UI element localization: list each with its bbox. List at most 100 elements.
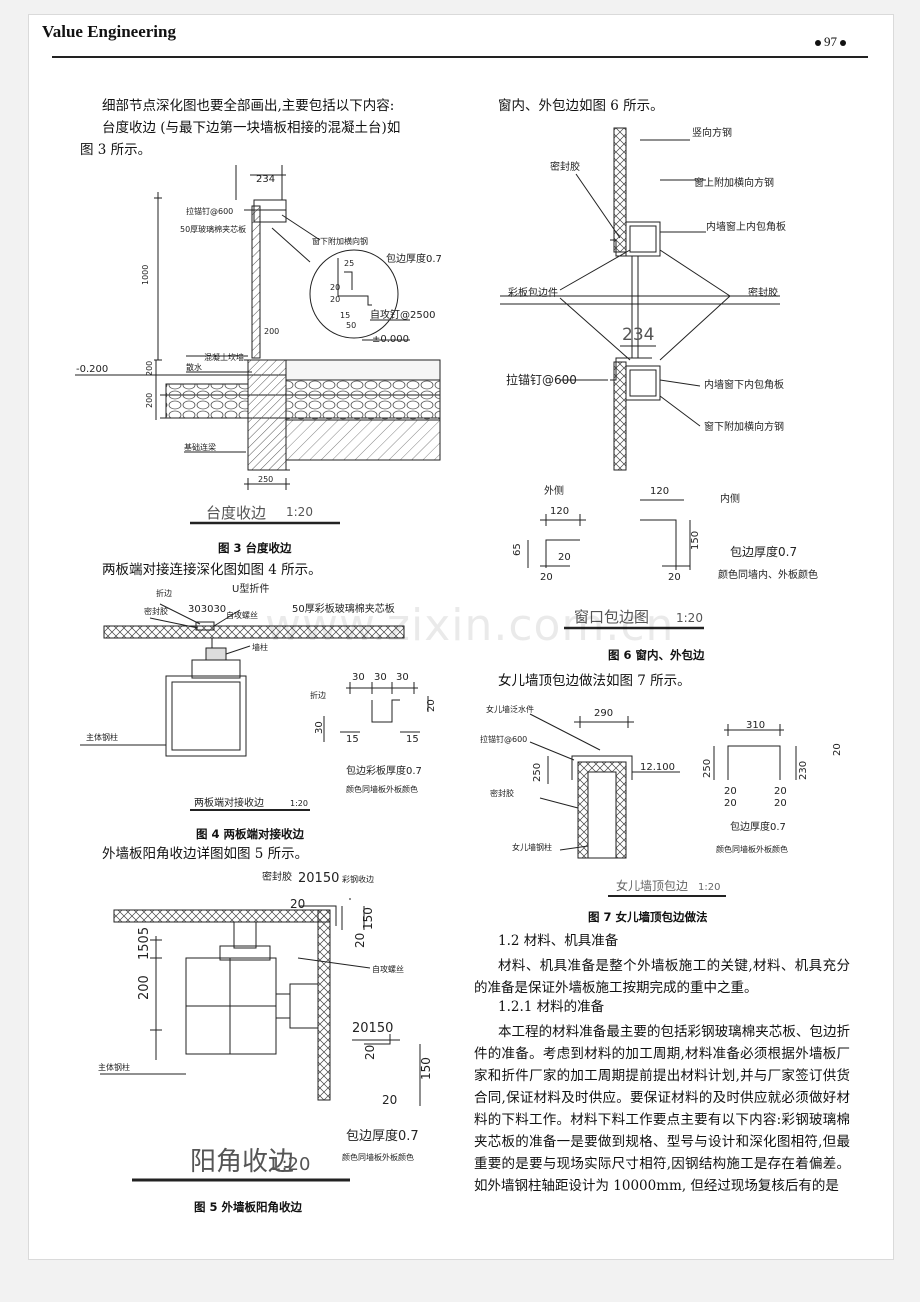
fig6-label-beamBot: 窗下附加横向方钢 xyxy=(704,420,784,433)
fig6-dim-150: 150 xyxy=(690,531,701,550)
fig3-dim-20a: 20 xyxy=(330,283,340,292)
fig4-dim-30c: 30 xyxy=(396,672,409,683)
fig5-intro: 外墙板阳角收边详图如图 5 所示。 xyxy=(102,846,309,862)
fig7-dim-250: 250 xyxy=(532,763,543,782)
fig6-dim-120b: 120 xyxy=(650,486,669,497)
fig6-label-innerTop: 内墙窗上内包角板 xyxy=(706,220,786,233)
figure-5-caption: 图 5 外墙板阳角收边 xyxy=(194,1200,303,1214)
tai-text-line2: 图 3 所示。 xyxy=(80,142,152,158)
fig5-dim-150b: 150 xyxy=(419,1057,433,1080)
fig4-dim-30a: 30 xyxy=(352,672,365,683)
fig4-label-seal: 密封胶 xyxy=(144,606,168,616)
fig3-dim-234: 234 xyxy=(256,174,275,185)
fig4-intro: 两板端对接连接深化图如图 4 所示。 xyxy=(102,562,322,578)
figure-7-caption: 图 7 女儿墙顶包边做法 xyxy=(588,910,708,924)
fig3-label-elev1: -0.200 xyxy=(76,364,108,375)
section-1-2-heading: 1.2 材料、机具准备 xyxy=(498,933,619,949)
fig3-dim-20b: 20 xyxy=(330,295,340,304)
fig5-dim-1505: 1505 xyxy=(137,927,152,960)
fig5-dim-20c: 20 xyxy=(363,1045,377,1060)
bullet-dot-icon xyxy=(840,40,846,47)
fig5-dim-150: 150 xyxy=(361,907,375,930)
fig3-dim-200c: 200 xyxy=(145,393,154,408)
fig7-label-color: 颜色同墙板外板颜色 xyxy=(716,844,788,854)
fig5-label-color: 颜色同墙板外板颜色 xyxy=(342,1152,414,1162)
fig4-label-panel: 50厚彩板玻璃棉夹芯板 xyxy=(292,602,395,615)
fig6-dim-20b: 20 xyxy=(540,572,553,583)
fig7-label-elev: 12.100 xyxy=(640,762,675,773)
fig4-label-dims3030: 303030 xyxy=(188,604,226,615)
fig3-label-beam2: 基础连梁 xyxy=(184,442,216,452)
fig4-label-fold: 折边 xyxy=(156,588,172,598)
fig6-label-seal: 密封胶 xyxy=(550,160,580,173)
fig6-label-beamTop: 窗上附加横向方钢 xyxy=(694,176,774,189)
fig3-label-screw: 自攻钉@2500 xyxy=(370,308,435,321)
fig4-dim-30b: 30 xyxy=(374,672,387,683)
fig6-scale: 1:20 xyxy=(676,611,703,625)
page-number: 97 xyxy=(812,34,849,50)
fig6-label-seal2: 密封胶 xyxy=(748,286,778,299)
fig3-dim-200b: 200 xyxy=(145,361,154,376)
fig4-dim-15a: 15 xyxy=(346,734,359,745)
fig3-dim-50: 50 xyxy=(346,321,356,330)
fig3-label-panel: 50厚玻璃棉夹芯板 xyxy=(180,224,246,234)
fig5-label-seal: 密封胶 xyxy=(262,870,292,883)
fig3-label-concrete: 混凝土坎墙 xyxy=(204,352,244,362)
fig5-dim-200: 200 xyxy=(137,975,152,1000)
fig3-dim-15: 15 xyxy=(340,311,350,320)
fig3-label-water: 散水 xyxy=(186,362,202,372)
fig7-label-flash: 女儿墙泛水件 xyxy=(486,704,534,714)
fig6-intro: 窗内、外包边如图 6 所示。 xyxy=(498,98,664,114)
fig6-label-vsteel: 竖向方钢 xyxy=(692,126,732,139)
fig4-dim-15b: 15 xyxy=(406,734,419,745)
paragraph-materials-intro: 材料、机具准备是整个外墙板施工的关键,材料、机具充分的准备是保证外墙板施工按期完… xyxy=(474,958,850,996)
fig5-label-screw: 自攻螺丝 xyxy=(372,964,404,974)
fig3-dim-25: 25 xyxy=(344,259,354,268)
fig3-title: 台度收边 xyxy=(206,504,266,522)
fig7-dim-20b: 20 xyxy=(774,786,787,797)
fig6-label-flash: 彩板包边件 xyxy=(508,286,558,299)
fig4-label-u: U型折件 xyxy=(232,582,269,595)
fig5-scale: 1:20 xyxy=(270,1154,310,1175)
fig5-title: 阳角收边 xyxy=(190,1147,294,1177)
fig6-dim-20a: 20 xyxy=(558,552,571,563)
fig7-dim-20e: 20 xyxy=(832,743,843,756)
figure-3-caption: 图 3 台度收边 xyxy=(218,541,292,555)
fig7-dim-230: 230 xyxy=(798,761,809,780)
fig7-label-seal: 密封胶 xyxy=(490,788,514,798)
fig4-title: 两板端对接收边 xyxy=(194,796,264,809)
fig5-dim-20b: 20 xyxy=(353,933,367,948)
fig5-dim-20d: 20 xyxy=(382,1093,397,1107)
fig7-dim-250b: 250 xyxy=(702,759,713,778)
fig4-label-thick: 包边彩板厚度0.7 xyxy=(346,764,422,777)
fig6-label-anchor: 拉锚钉@600 xyxy=(506,372,577,387)
paragraph-materials-detail: 本工程的材料准备最主要的包括彩钢玻璃棉夹芯板、包边折件的准备。考虑到材料的加工周… xyxy=(474,1024,850,1194)
fig6-dim-65: 65 xyxy=(512,543,523,556)
bullet-dot-icon xyxy=(815,40,821,47)
fig4-label-column: 主体钢柱 xyxy=(86,732,118,742)
fig5-dim-20150b: 20150 xyxy=(352,1021,393,1036)
fig5-dim-20: 20 xyxy=(290,897,305,911)
fig5-label-column: 主体钢柱 xyxy=(98,1062,130,1072)
fig4-label-fold2: 折边 xyxy=(310,690,326,700)
fig5-label-d20150: 20150 xyxy=(298,871,339,886)
fig6-dim-20c: 20 xyxy=(668,572,681,583)
fig6-label-d234: 234 xyxy=(622,325,654,345)
fig6-title: 窗口包边图 xyxy=(574,608,649,626)
fig3-dim-1000: 1000 xyxy=(141,265,150,285)
fig7-label-column: 女儿墙钢柱 xyxy=(512,842,552,852)
fig6-label-thick: 包边厚度0.7 xyxy=(730,544,797,559)
section-1-2-1-heading: 1.2.1 材料的准备 xyxy=(498,999,605,1015)
fig6-label-inside: 内侧 xyxy=(720,492,740,505)
fig7-title: 女儿墙顶包边 xyxy=(616,878,688,893)
fig6-label-color: 颜色同墙内、外板颜色 xyxy=(718,568,818,581)
fig7-dim-20c: 20 xyxy=(724,798,737,809)
fig7-scale: 1:20 xyxy=(698,882,720,893)
figure-6-caption: 图 6 窗内、外包边 xyxy=(608,648,705,662)
fig3-label-anchor: 拉锚钉@600 xyxy=(186,206,233,216)
fig3-scale: 1:20 xyxy=(286,505,313,519)
